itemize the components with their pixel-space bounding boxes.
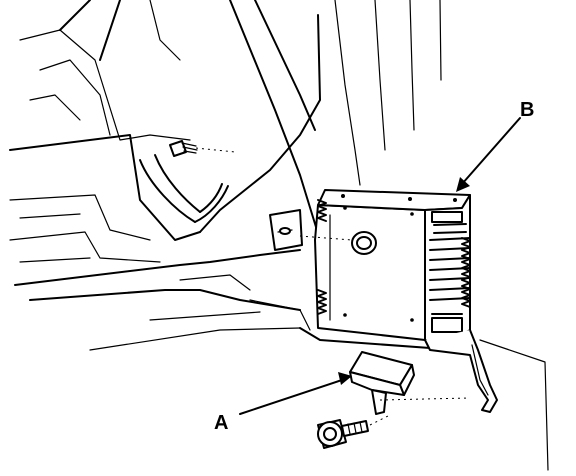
callout-arrow-a: [239, 372, 352, 415]
control-module: [269, 189, 498, 413]
callout-arrow-b: [456, 117, 521, 192]
background-stud-bolt: [169, 140, 236, 157]
flange-bolt: [317, 414, 391, 449]
curved-guide: [139, 154, 229, 223]
bracket-part-a: [349, 351, 471, 415]
vehicle-body-structure: [9, 0, 549, 471]
callout-label-b: B: [520, 99, 534, 121]
callout-label-a: A: [214, 412, 228, 434]
